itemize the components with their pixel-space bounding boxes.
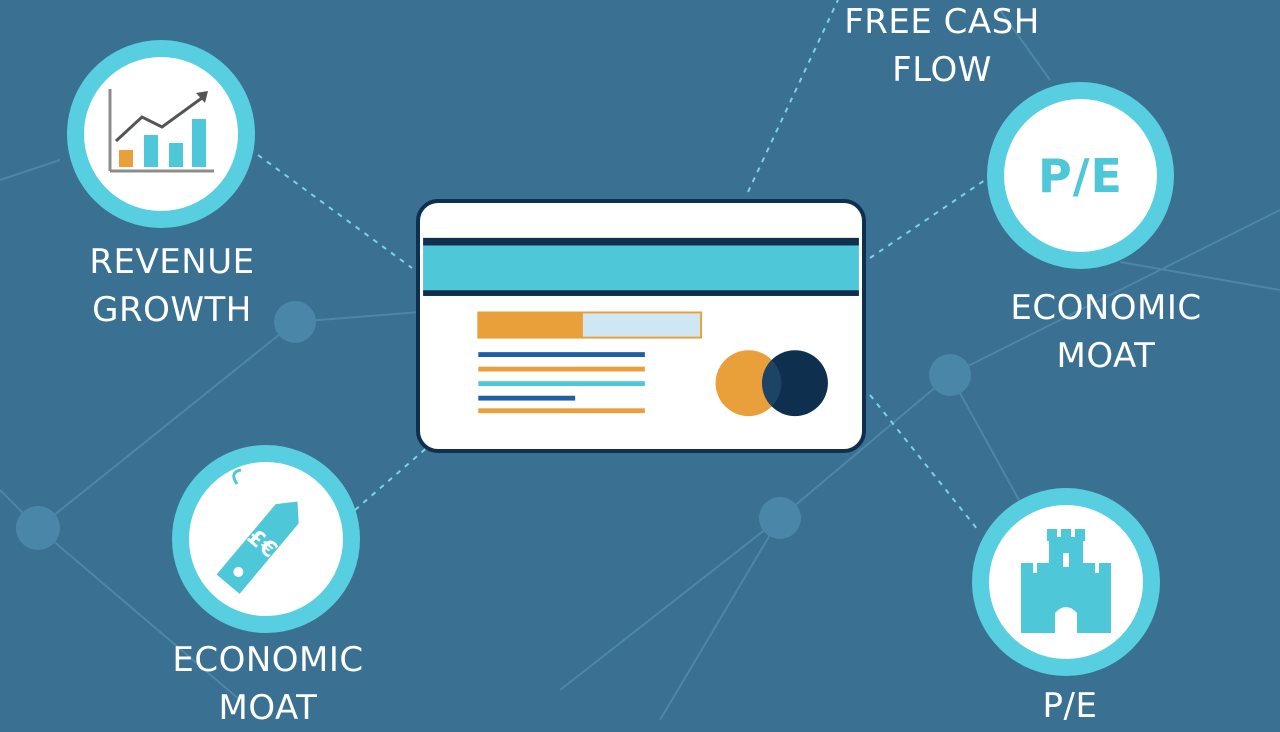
castle-label: P/E xyxy=(990,682,1150,730)
free-cash-flow-label-line2: FLOW xyxy=(892,50,992,90)
pe-node-label-line2: MOAT xyxy=(1056,336,1156,376)
free-cash-flow-label: FREE CASH FLOW xyxy=(822,0,1062,94)
castle-icon xyxy=(1021,529,1111,633)
credit-card xyxy=(416,199,866,453)
pe-node-label-line1: ECONOMIC xyxy=(1010,288,1202,328)
bar-chart-growth-icon xyxy=(108,89,214,173)
price-tag-label-line2: MOAT xyxy=(218,688,318,728)
revenue-growth-label: REVENUE GROWTH xyxy=(60,238,284,334)
pe-node-text: P/E xyxy=(1038,148,1123,203)
credit-card-icon xyxy=(423,237,859,417)
castle-node xyxy=(972,488,1160,676)
free-cash-flow-label-line1: FREE CASH xyxy=(844,2,1040,42)
price-tag-label: ECONOMIC MOAT xyxy=(150,636,386,732)
revenue-growth-node xyxy=(67,40,255,228)
castle-label-line1: P/E xyxy=(1042,686,1098,726)
pe-node-label: ECONOMIC MOAT xyxy=(990,284,1222,380)
price-tag-node: £€ xyxy=(172,445,360,633)
revenue-growth-label-line1: REVENUE xyxy=(89,242,255,282)
pe-node: P/E xyxy=(987,82,1174,269)
price-tag-label-line1: ECONOMIC xyxy=(172,640,364,680)
revenue-growth-label-line2: GROWTH xyxy=(92,290,252,330)
price-tag-icon: £€ xyxy=(216,468,299,594)
